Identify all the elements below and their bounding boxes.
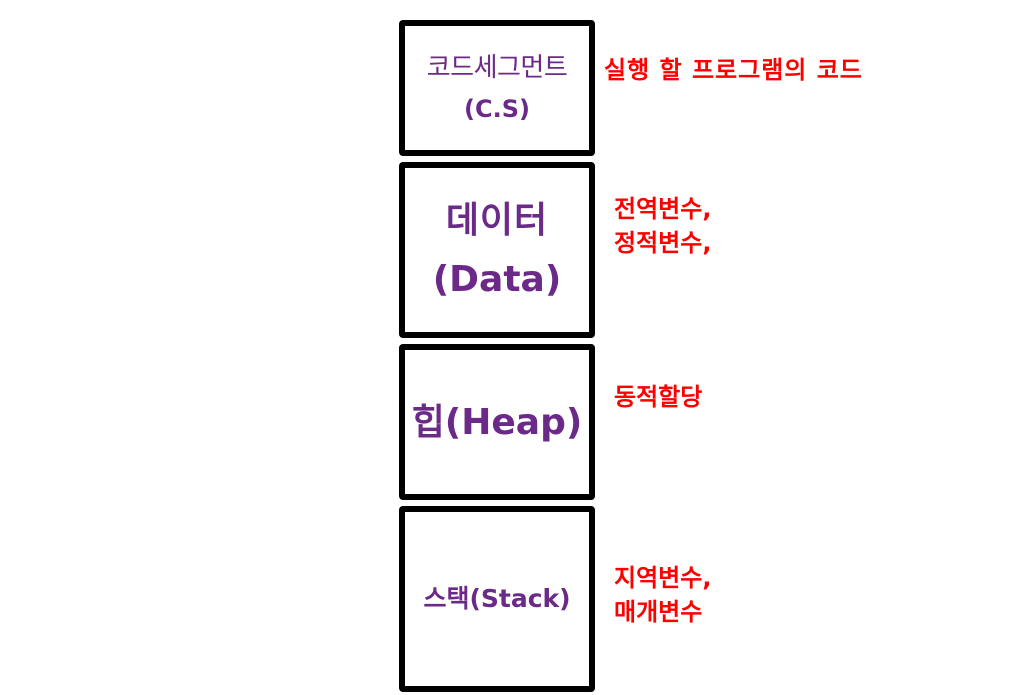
code-segment-box: 코드세그먼트 (C.S) bbox=[399, 20, 595, 156]
code-segment-label: 코드세그먼트 bbox=[426, 52, 568, 83]
data-segment-label: 데이터 bbox=[445, 200, 549, 241]
code-note-line: 실행 할 프로그램의 코드 bbox=[604, 56, 863, 84]
data-segment-box: 데이터 (Data) bbox=[399, 162, 595, 338]
code-segment-note: 실행 할 프로그램의 코드 bbox=[604, 54, 863, 88]
stack-note-line-local: 지역변수, bbox=[614, 564, 712, 592]
data-note-line-global: 전역변수, bbox=[614, 195, 712, 223]
stack-note-line-param: 매개변수 bbox=[614, 597, 703, 626]
data-segment-abbr: (Data) bbox=[432, 259, 562, 300]
code-segment-abbr: (C.S) bbox=[464, 95, 530, 124]
stack-segment-label: 스택(Stack) bbox=[423, 584, 571, 614]
stack-segment-box: 스택(Stack) bbox=[399, 506, 595, 692]
heap-segment-label: 힙(Heap) bbox=[411, 401, 583, 443]
heap-note-line: 동적할당 bbox=[614, 383, 703, 411]
heap-segment-note: 동적할당 bbox=[614, 381, 702, 415]
stack-segment-note: 지역변수, 매개변수 bbox=[614, 562, 711, 629]
data-note-line-static: 정적변수, bbox=[614, 228, 712, 257]
data-segment-note: 전역변수, 정적변수, bbox=[614, 193, 711, 260]
heap-segment-box: 힙(Heap) bbox=[399, 344, 595, 500]
